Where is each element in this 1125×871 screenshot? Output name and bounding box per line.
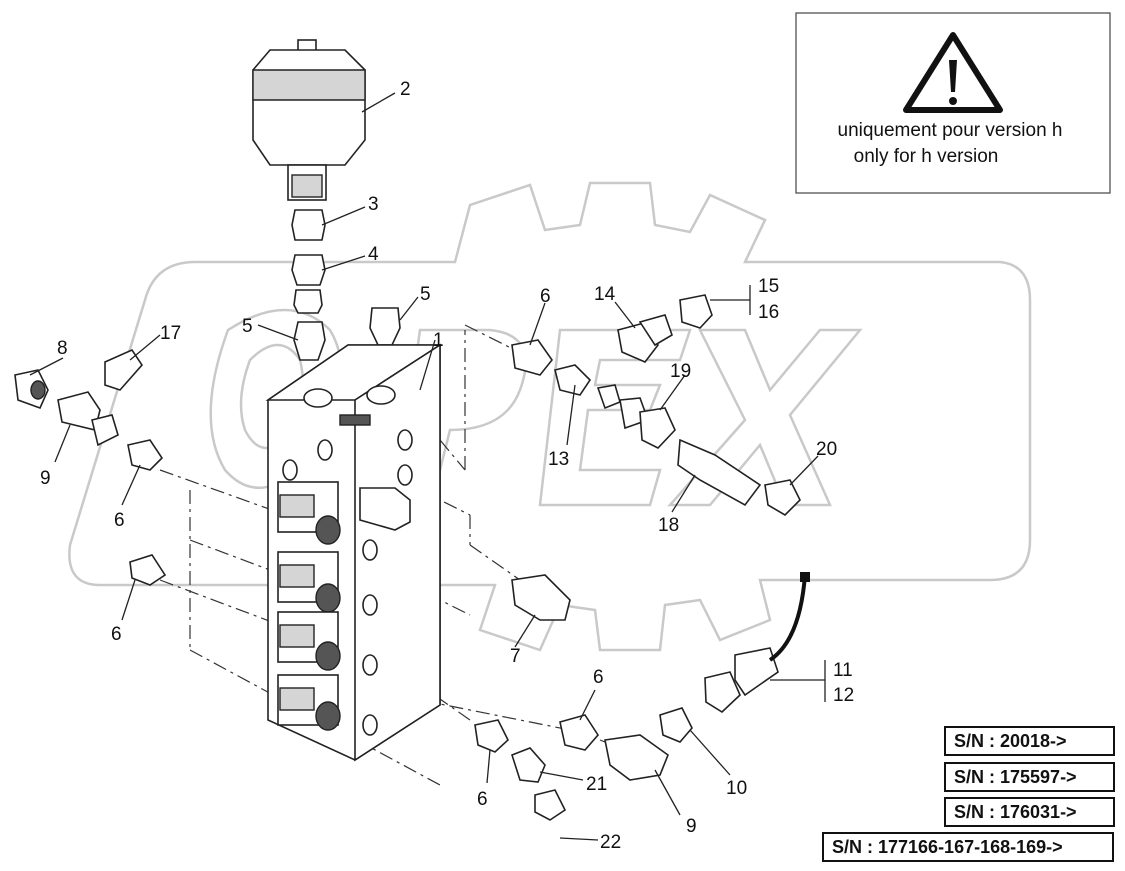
- warning-triangle-icon: [903, 32, 1003, 113]
- label-6-left-upper: 6: [114, 510, 125, 531]
- version-note: uniquement pour version h only for h ver…: [795, 12, 1111, 194]
- note-line-en: only for h version: [854, 146, 999, 167]
- label-6-top: 6: [540, 286, 551, 307]
- label-8: 8: [57, 338, 68, 359]
- part-labels: 1 2 3 4 5 5 6 6 6 6 6 7 8 9 9 10 11 12 1…: [40, 79, 854, 853]
- label-6-bottom: 6: [477, 789, 488, 810]
- label-11: 11: [833, 660, 853, 681]
- label-21: 21: [586, 774, 607, 795]
- fitting-stack: [291, 209, 401, 361]
- label-6-left-lower: 6: [111, 624, 122, 645]
- left-fittings: [14, 348, 167, 586]
- label-4: 4: [368, 244, 379, 265]
- label-3: 3: [368, 194, 379, 215]
- label-6-bottom-right: 6: [593, 667, 604, 688]
- serial-number-2: S/N : 175597->: [944, 762, 1115, 792]
- label-16: 16: [758, 302, 779, 323]
- label-17: 17: [160, 323, 181, 344]
- label-9-right: 9: [686, 816, 697, 837]
- solenoid-4: [277, 674, 341, 731]
- solenoid-3: [277, 611, 341, 671]
- label-18: 18: [658, 515, 679, 536]
- label-5-right: 5: [420, 284, 431, 305]
- valve-block: [265, 343, 443, 762]
- solenoid-2: [277, 551, 341, 613]
- label-1: 1: [433, 330, 444, 351]
- label-13: 13: [548, 449, 569, 470]
- leader-lines: [29, 92, 826, 841]
- note-line-fr: uniquement pour version h: [838, 120, 1063, 141]
- label-20: 20: [816, 439, 837, 460]
- label-12: 12: [833, 685, 854, 706]
- label-5-left: 5: [242, 316, 253, 337]
- label-15: 15: [758, 276, 779, 297]
- lower-right-fittings: [474, 572, 810, 821]
- right-upper-fittings: [511, 294, 801, 517]
- serial-number-1: S/N : 20018->: [944, 726, 1115, 756]
- solenoid-1: [277, 481, 341, 545]
- label-9-left: 9: [40, 468, 51, 489]
- label-7: 7: [510, 646, 521, 667]
- accumulator-part: [252, 39, 366, 201]
- serial-number-3: S/N : 176031->: [944, 797, 1115, 827]
- label-22: 22: [600, 832, 621, 853]
- label-19: 19: [670, 361, 691, 382]
- label-2: 2: [400, 79, 411, 100]
- label-14: 14: [594, 284, 616, 305]
- label-10: 10: [726, 778, 747, 799]
- serial-number-4: S/N : 177166-167-168-169->: [822, 832, 1114, 862]
